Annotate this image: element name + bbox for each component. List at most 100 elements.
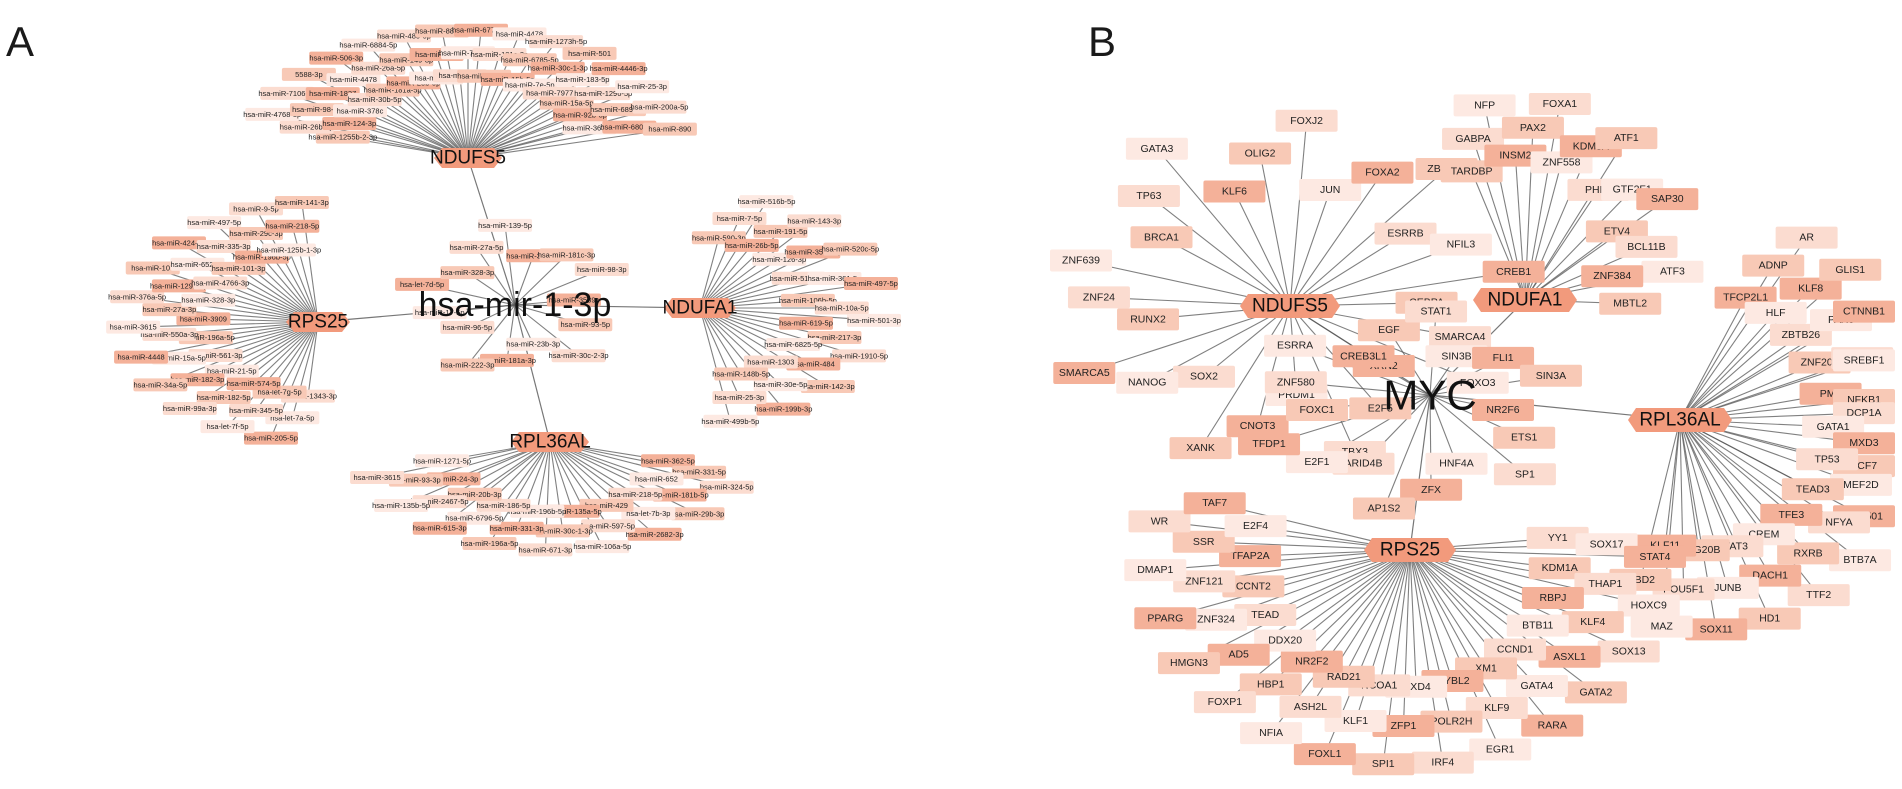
- panel-a-node-label: hsa-miR-181a-3p: [478, 356, 536, 365]
- panel-a-node-label: hsa-miR-30c-2-3p: [549, 351, 609, 360]
- panel-a-node: hsa-miR-30c-1-3p: [533, 524, 593, 538]
- panel-b-edge: [1409, 549, 1417, 687]
- panel-b-node: HMGN3: [1157, 652, 1220, 675]
- panel-b-node-label: AD5: [1228, 649, 1249, 661]
- panel-a-node-label: hsa-miR-1292-5p: [150, 281, 208, 290]
- panel-a-node-box: [739, 195, 794, 209]
- panel-a-node-box: [846, 313, 901, 327]
- panel-a-node-box: [200, 420, 255, 434]
- panel-b-node-label: HOXC9: [1631, 600, 1667, 612]
- panel-a-node-label: hsa-miR-30b-5p: [348, 95, 402, 104]
- panel-a-node-label: hsa-miR-2467-5p: [411, 497, 469, 506]
- panel-b-hub-label: NDUFA1: [1488, 290, 1563, 311]
- panel-b-hub-ndufs5: NDUFS5: [1240, 294, 1340, 318]
- panel-b-node: ZNF639: [1050, 249, 1112, 272]
- panel-a-node-label: hsa-miR-3909: [180, 314, 227, 323]
- panel-a-node-label: hsa-miR-4478: [496, 29, 543, 38]
- panel-b-node-label: GABPA: [1455, 133, 1490, 145]
- panel-a-node: hsa-miR-96-5p: [440, 320, 495, 334]
- panel-a-node-box: [753, 378, 808, 392]
- panel-a-node-box: [591, 62, 646, 76]
- panel-b-node-box: [1374, 222, 1437, 245]
- panel-b-node-box: [1229, 142, 1292, 165]
- panel-a-node-box: [766, 337, 821, 351]
- panel-b-node-box: [1169, 437, 1232, 460]
- panel-a-node-label: hsa-miR-9-5p: [233, 204, 278, 213]
- panel-a-node-label: hsa-miR-20b-3p: [448, 490, 502, 499]
- panel-b-node: DMAP1: [1124, 559, 1187, 582]
- panel-b-node-box: [1484, 638, 1547, 661]
- panel-a-hub-label: RPL36AL: [509, 432, 590, 453]
- panel-a-edge: [392, 89, 469, 159]
- panel-a-node: hsa-miR-497-5p: [843, 276, 898, 290]
- panel-a-node-label: hsa-miR-4768-3p: [243, 110, 301, 119]
- panel-b-node-label: TEAD3: [1796, 483, 1830, 495]
- panel-a-node-label: hsa-miR-3615: [354, 473, 401, 482]
- panel-a-node-label: hsa-miR-205-5p: [244, 434, 298, 443]
- panel-a-node: hsa-miR-652: [629, 472, 684, 486]
- panel-a-node-label: hsa-miR-24-3p: [429, 474, 479, 483]
- panel-a-node: hsa-miR-101-3p: [211, 261, 266, 275]
- panel-a-node-box: [260, 86, 315, 100]
- panel-b-node-box: [1372, 715, 1435, 738]
- panel-a-node-box: [832, 349, 887, 363]
- panel-b-node-box: [1442, 127, 1505, 150]
- panel-a-node-label: hsa-miR-328-3p: [181, 296, 235, 305]
- panel-b-node-label: ZNF121: [1185, 575, 1223, 587]
- panel-a-node-box: [415, 454, 470, 468]
- panel-b-edge: [1200, 305, 1291, 449]
- panel-b-node-label: ESRRB: [1387, 228, 1423, 240]
- panel-a-node-label: hsa-miR-376a-5p: [108, 292, 166, 301]
- panel-a-node: hsa-miR-186-5p: [476, 498, 531, 512]
- panel-a-node-box: [440, 266, 495, 280]
- panel-b-node-label: RARA: [1538, 720, 1567, 732]
- panel-a-edge: [152, 267, 319, 323]
- panel-a-node-box: [274, 195, 329, 209]
- panel-b-node-box: [1239, 673, 1302, 696]
- panel-a-node-box: [506, 337, 561, 351]
- panel-b-node: BCL11B: [1615, 235, 1678, 258]
- panel-b-node-label: E2F1: [1304, 456, 1329, 468]
- panel-a-node-box: [350, 470, 405, 484]
- panel-b-node-label: TFDP1: [1252, 438, 1285, 450]
- panel-a-node-label: hsa-miR-501-3p: [847, 316, 901, 325]
- panel-b-node: CTNNB1: [1833, 300, 1895, 323]
- panel-a-node-label: hsa-miR-7-5p: [717, 214, 762, 223]
- panel-b-node-label: ZBTB26: [1782, 329, 1821, 341]
- panel-a-node-box: [322, 116, 377, 130]
- panel-a-node: hsa-miR-217-3p: [807, 330, 862, 344]
- panel-b-node-label: STAT4: [1639, 551, 1670, 563]
- panel-b-node-box: [1597, 640, 1660, 663]
- panel-a-node-label: hsa-miR-23b-3p: [506, 340, 560, 349]
- panel-b-node-label: ZFP1: [1391, 720, 1417, 732]
- panel-a-node: hsa-miR-7-5p: [712, 212, 767, 226]
- panel-a-edge: [549, 441, 607, 506]
- panel-b-node-label: RUNX2: [1130, 313, 1166, 325]
- panel-a-node-label: hsa-miR-218-5p: [265, 222, 319, 231]
- panel-a-node-box: [753, 224, 808, 238]
- panel-b-edge: [1679, 419, 1792, 516]
- panel-b-node-label: ZNF639: [1062, 254, 1100, 266]
- panel-b-node: ZNF384: [1581, 265, 1644, 288]
- panel-b-edge: [1409, 549, 1516, 650]
- panel-b-edge: [1409, 549, 1453, 682]
- panel-b-node: HD1: [1738, 607, 1801, 630]
- panel-a-node-box: [530, 61, 585, 75]
- panel-a-letter: A: [6, 18, 34, 65]
- panel-b-node: NANOG: [1116, 371, 1179, 394]
- panel-a-node-label: hsa-miR-1255b-2-3p: [308, 133, 377, 142]
- panel-a-node-label: hsa-miR-331-5p: [672, 468, 726, 477]
- panel-b-node-label: E2F5: [1368, 402, 1393, 414]
- panel-a-node-box: [581, 519, 636, 533]
- panel-a-node: hsa-miR-4478: [326, 73, 381, 87]
- panel-a-node-box: [133, 378, 188, 392]
- panel-a-node-label: hsa-miR-665: [415, 50, 458, 59]
- panel-a-node-box: [642, 122, 697, 136]
- panel-a-node-box: [807, 330, 862, 344]
- panel-b-node: FOXJ2: [1275, 109, 1338, 132]
- panel-a-node-box: [787, 214, 842, 228]
- panel-a-node-label: hsa-miR-96-5p: [443, 323, 493, 332]
- panel-b-node: GATA4: [1505, 674, 1568, 697]
- panel-b-node: AP1S2: [1352, 497, 1415, 520]
- panel-b-edge: [1165, 549, 1411, 619]
